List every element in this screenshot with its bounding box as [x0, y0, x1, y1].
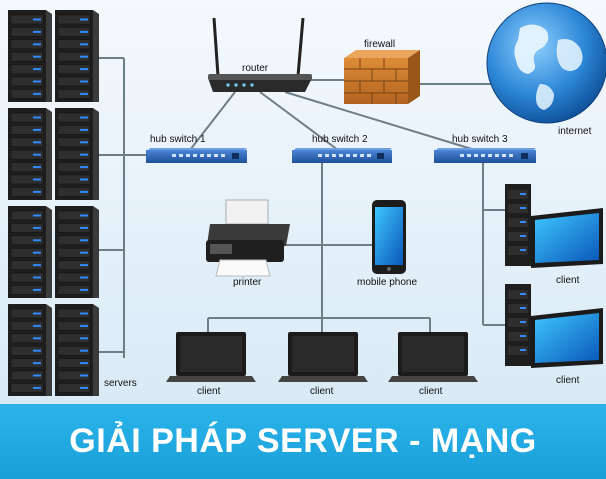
router-label: router — [242, 63, 269, 74]
cables — [96, 57, 506, 358]
hub-switch-3-label: hub switch 3 — [452, 134, 508, 145]
switch-icon — [434, 148, 536, 163]
right-clients — [505, 184, 603, 368]
laptop-icon — [278, 332, 368, 382]
servers-label: servers — [104, 378, 137, 389]
hub-switch-2-label: hub switch 2 — [312, 134, 368, 145]
title-banner: GIẢI PHÁP SERVER - MẠNG — [0, 404, 606, 479]
monitor-icon — [531, 308, 603, 368]
switch-icon — [146, 148, 247, 163]
internet-label: internet — [558, 126, 592, 137]
firewall-icon — [344, 50, 420, 104]
server-rack-icon — [55, 10, 99, 102]
network-diagram: router firewall internet — [0, 0, 606, 404]
switch-icon — [292, 148, 392, 163]
globe-icon — [486, 2, 606, 124]
server-racks — [8, 10, 99, 396]
laptop-icon — [388, 332, 478, 382]
hub-switch-1-label: hub switch 1 — [150, 134, 206, 145]
firewall-label: firewall — [364, 39, 395, 50]
monitor-icon — [531, 208, 603, 268]
server-rack-icon — [8, 206, 52, 298]
tower-pc-icon — [505, 284, 531, 366]
server-rack-icon — [8, 10, 52, 102]
banner-title: GIẢI PHÁP SERVER - MẠNG — [69, 422, 537, 460]
laptop-icon — [166, 332, 256, 382]
phone-icon — [372, 200, 406, 274]
server-rack-icon — [8, 304, 52, 396]
client-bottom-1-label: client — [197, 386, 221, 397]
server-rack-icon — [55, 304, 99, 396]
client-bottom-3-label: client — [419, 386, 443, 397]
mobile-phone-label: mobile phone — [357, 277, 417, 288]
tower-pc-icon — [505, 184, 531, 266]
client-right-2-label: client — [556, 375, 580, 386]
server-rack-icon — [8, 108, 52, 200]
printer-icon — [206, 199, 290, 277]
client-bottom-2-label: client — [310, 386, 334, 397]
client-right-1-label: client — [556, 275, 580, 286]
server-rack-icon — [55, 108, 99, 200]
bottom-clients — [166, 332, 478, 382]
printer-label: printer — [233, 277, 262, 288]
router-icon — [208, 17, 312, 92]
server-rack-icon — [55, 206, 99, 298]
